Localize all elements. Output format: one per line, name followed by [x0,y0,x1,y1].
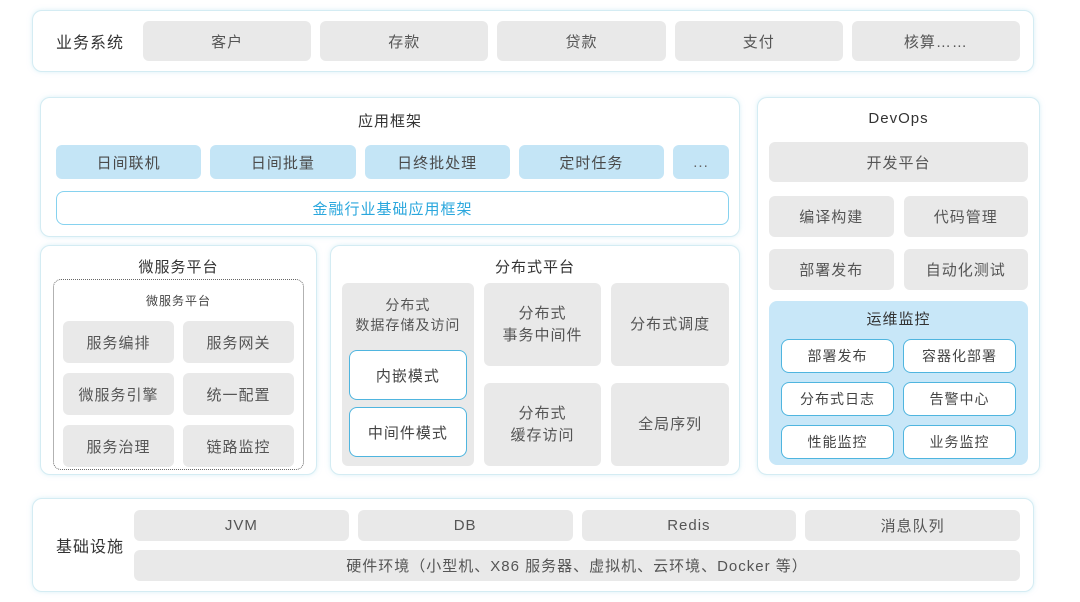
microservice-platform-panel: 微服务平台 微服务平台 服务编排 服务网关 微服务引擎 统一配置 服务治理 链路… [40,245,317,475]
devops-row-1: 编译构建 代码管理 [769,196,1028,237]
ops-monitoring-title: 运维监控 [866,311,931,328]
app-framework-modules: 日间联机 日间批量 日终批处理 定时任务 ... [56,145,729,179]
distributed-platform-title: 分布式平台 [494,259,575,276]
distributed-storage-box: 分布式 数据存储及访问 内嵌模式 中间件模式 [342,283,474,466]
module-scheduled-task: 定时任务 [518,145,664,179]
service-gateway: 服务网关 [183,321,294,363]
distributed-storage-title: 分布式 数据存储及访问 [355,297,461,333]
hardware-environment-bar: 硬件环境（小型机、X86 服务器、虚拟机、云环境、Docker 等） [134,549,1020,581]
devops-deploy-release: 部署发布 [769,249,894,290]
unified-config: 统一配置 [183,373,294,415]
microservice-grid: 服务编排 服务网关 微服务引擎 统一配置 服务治理 链路监控 [63,321,294,467]
module-eod-batch: 日终批处理 [364,145,510,179]
module-daytime-online: 日间联机 [56,145,202,179]
microservice-engine: 微服务引擎 [63,373,174,415]
monitor-containerized-deploy: 容器化部署 [903,339,1016,373]
devops-row-2: 部署发布 自动化测试 [769,249,1028,290]
app-framework-title: 应用框架 [357,113,422,130]
monitor-deploy-release: 部署发布 [781,339,894,373]
service-governance: 服务治理 [63,425,174,467]
distributed-cache-access: 分布式 缓存访问 [483,383,602,466]
business-system-panel: 业务系统 客户 存款 贷款 支付 核算…… [32,10,1034,72]
business-system-label: 业务系统 [55,35,124,52]
devops-panel: DevOps 开发平台 编译构建 代码管理 部署发布 自动化测试 运维监控 部署… [757,97,1040,475]
monitor-distributed-log: 分布式日志 [781,382,894,416]
monitor-business: 业务监控 [903,425,1016,459]
distributed-col-right: 分布式调度 全局序列 [611,283,730,466]
service-orchestration: 服务编排 [63,321,174,363]
infrastructure-label: 基础设施 [55,539,124,556]
ops-monitoring-grid: 部署发布 容器化部署 分布式日志 告警中心 性能监控 业务监控 [781,339,1016,459]
middleware-mode: 中间件模式 [349,407,467,458]
distributed-platform-panel: 分布式平台 分布式 数据存储及访问 内嵌模式 中间件模式 分布式 事务中间件 分… [330,245,740,475]
devops-automated-testing: 自动化测试 [903,249,1028,290]
trace-monitoring: 链路监控 [183,425,294,467]
monitor-alert-center: 告警中心 [903,382,1016,416]
embedded-mode: 内嵌模式 [349,350,467,401]
microservice-inner-box: 微服务平台 服务编排 服务网关 微服务引擎 统一配置 服务治理 链路监控 [53,279,304,470]
app-framework-panel: 应用框架 日间联机 日间批量 日终批处理 定时任务 ... 金融行业基础应用框架 [40,97,740,237]
ops-monitoring-panel: 运维监控 部署发布 容器化部署 分布式日志 告警中心 性能监控 业务监控 [769,301,1028,465]
business-item-accounting: 核算…… [851,21,1021,61]
infra-redis: Redis [581,509,797,541]
distributed-scheduling: 分布式调度 [611,283,730,366]
business-item-payment: 支付 [674,21,843,61]
module-daytime-batch: 日间批量 [210,145,356,179]
infra-db: DB [357,509,573,541]
base-framework-bar: 金融行业基础应用框架 [56,191,729,225]
devops-dev-platform: 开发平台 [769,142,1028,182]
microservice-inner-title: 微服务平台 [145,294,211,308]
business-item-customer: 客户 [143,21,312,61]
infra-message-queue: 消息队列 [805,509,1020,541]
devops-compile-build: 编译构建 [769,196,894,237]
infrastructure-row: JVM DB Redis 消息队列 [134,509,1020,541]
devops-title: DevOps [868,110,929,127]
business-item-deposit: 存款 [320,21,489,61]
monitor-performance: 性能监控 [781,425,894,459]
devops-code-management: 代码管理 [903,196,1028,237]
distributed-transaction-middleware: 分布式 事务中间件 [483,283,602,366]
module-more: ... [673,145,729,179]
infra-jvm: JVM [134,509,349,541]
infrastructure-panel: 基础设施 JVM DB Redis 消息队列 硬件环境（小型机、X86 服务器、… [32,498,1034,592]
microservice-platform-title: 微服务平台 [138,259,219,276]
business-item-loan: 贷款 [497,21,666,61]
global-sequence: 全局序列 [611,383,730,466]
distributed-col-middle: 分布式 事务中间件 分布式 缓存访问 [483,283,602,466]
